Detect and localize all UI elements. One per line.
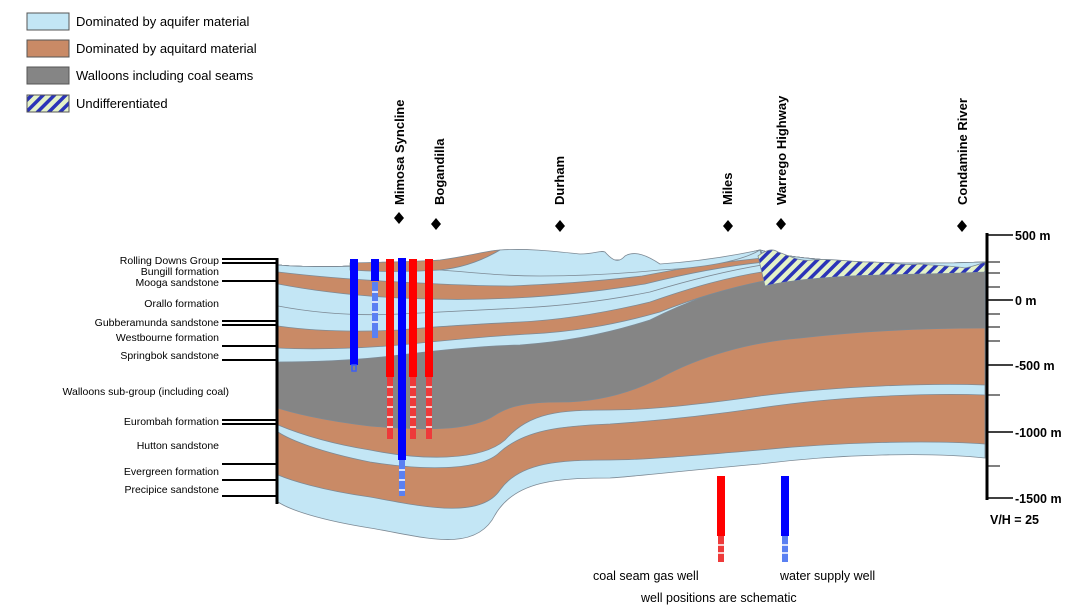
depth-tick-label: -1500 m <box>1015 492 1062 506</box>
aquitard-swatch <box>26 39 70 58</box>
geology-section <box>277 249 986 540</box>
section-wells <box>350 258 433 496</box>
gas-well <box>386 259 394 439</box>
undifferentiated-zone <box>757 249 986 287</box>
location-marker-bogandilla: Bogandilla <box>431 138 447 230</box>
key-water-well <box>781 476 789 562</box>
stratigraphy-bracket <box>222 258 279 504</box>
depth-tick-label: 0 m <box>1015 294 1037 308</box>
formation-label: Eurombah formation <box>124 416 219 428</box>
key-gas-well <box>717 476 725 562</box>
legend-item-walloons: Walloons including coal seams <box>26 66 254 85</box>
legend-label-aquifer: Dominated by aquifer material <box>76 14 250 29</box>
walloons-swatch <box>26 66 70 85</box>
location-marker-miles: Miles <box>720 172 735 232</box>
location-marker-warrego: Warrego Highway <box>774 95 789 230</box>
legend-label-undiff: Undifferentiated <box>76 96 168 111</box>
formation-label: Mooga sandstone <box>136 277 220 289</box>
formation-label: Westbourne formation <box>116 332 219 344</box>
depth-axis: 500 m 0 m -500 m -1000 m -1500 m V/H = 2… <box>985 229 1062 527</box>
formation-label: Precipice sandstone <box>124 484 219 496</box>
diamond-marker-icon <box>957 220 967 232</box>
formation-label: Gubberamunda sandstone <box>95 317 219 329</box>
depth-tick-label: -500 m <box>1015 359 1055 373</box>
gas-well-icon <box>717 476 725 536</box>
location-label: Warrego Highway <box>774 95 789 205</box>
diamond-marker-icon <box>555 220 565 232</box>
water-well <box>350 259 358 372</box>
schematic-note: well positions are schematic <box>640 591 797 605</box>
diamond-marker-icon <box>394 212 404 224</box>
depth-tick-label: -1000 m <box>1015 426 1062 440</box>
legend: Dominated by aquifer material Dominated … <box>26 12 257 113</box>
legend-item-undiff: Undifferentiated <box>26 94 168 113</box>
location-label: Durham <box>552 156 567 205</box>
water-well <box>371 259 379 338</box>
formation-label: Springbok sandstone <box>120 350 219 362</box>
location-marker-durham: Durham <box>552 156 567 232</box>
water-well-icon <box>781 476 789 536</box>
location-label: Bogandilla <box>432 138 447 205</box>
depth-tick-label: 500 m <box>1015 229 1050 243</box>
legend-item-aquifer: Dominated by aquifer material <box>26 12 250 31</box>
formation-label: Bungill formation <box>141 266 219 278</box>
location-label: Miles <box>720 172 735 205</box>
surface-cover-layer <box>439 249 761 277</box>
location-label: Mimosa Syncline <box>392 100 407 205</box>
legend-item-aquitard: Dominated by aquitard material <box>26 39 257 58</box>
location-label: Condamine River <box>955 98 970 205</box>
legend-label-aquitard: Dominated by aquitard material <box>76 41 257 56</box>
formation-label: Walloons sub-group (including coal) <box>62 386 229 398</box>
well-key: coal seam gas well water supply well wel… <box>593 476 875 605</box>
location-marker-condamine: Condamine River <box>955 98 970 232</box>
gas-well <box>425 259 433 439</box>
legend-label-walloons: Walloons including coal seams <box>76 68 254 83</box>
formation-label: Evergreen formation <box>124 466 219 478</box>
formation-labels: Rolling Downs Group Bungill formation Mo… <box>62 255 229 496</box>
location-marker-mimosa: Mimosa Syncline <box>392 100 407 224</box>
aquifer-swatch <box>26 12 70 31</box>
gas-well <box>409 259 417 439</box>
formation-label: Orallo formation <box>144 298 219 310</box>
undifferentiated-swatch <box>26 94 70 113</box>
vertical-exaggeration-label: V/H = 25 <box>990 513 1039 527</box>
gas-well-label: coal seam gas well <box>593 569 699 583</box>
diamond-marker-icon <box>431 218 441 230</box>
diamond-marker-icon <box>776 218 786 230</box>
location-markers: Mimosa Syncline Bogandilla Durham Miles … <box>392 95 970 232</box>
water-well <box>398 258 406 496</box>
formation-label: Rolling Downs Group <box>120 255 219 267</box>
water-well-label: water supply well <box>779 569 875 583</box>
formation-label: Hutton sandstone <box>137 440 219 452</box>
diamond-marker-icon <box>723 220 733 232</box>
